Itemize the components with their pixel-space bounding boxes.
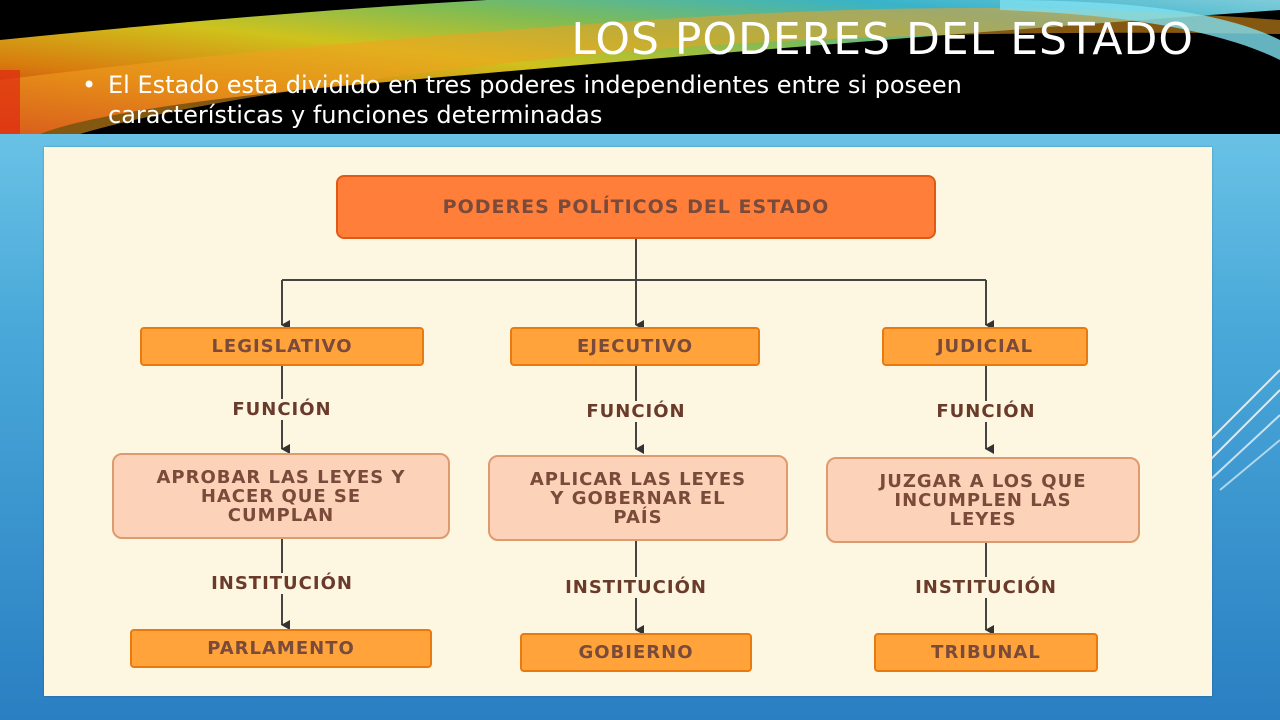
branch-node-ejecutivo: EJECUTIVO xyxy=(510,327,760,366)
function-node-legislativo: APROBAR LAS LEYES Y HACER QUE SE CUMPLAN xyxy=(112,453,450,539)
function-label-legislativo: FUNCIÓN xyxy=(228,399,336,420)
institution-node-tribunal: TRIBUNAL xyxy=(874,633,1098,672)
diagram-panel: PODERES POLÍTICOS DEL ESTADO LEGISLATIVO… xyxy=(44,147,1212,696)
branch-node-legislativo: LEGISLATIVO xyxy=(140,327,424,366)
bullet-text: El Estado esta dividido en tres poderes … xyxy=(108,71,962,129)
decorative-swoosh xyxy=(0,0,1280,134)
decorative-lines xyxy=(1200,369,1280,491)
institution-label-ejecutivo: INSTITUCIÓN xyxy=(561,577,711,598)
institution-label-judicial: INSTITUCIÓN xyxy=(911,577,1061,598)
slide-header: LOS PODERES DEL ESTADO • El Estado esta … xyxy=(0,0,1280,134)
institution-node-parlamento: PARLAMENTO xyxy=(130,629,432,668)
institution-label-legislativo: INSTITUCIÓN xyxy=(207,573,357,594)
institution-node-gobierno: GOBIERNO xyxy=(520,633,752,672)
function-label-ejecutivo: FUNCIÓN xyxy=(582,401,690,422)
bullet-dot: • xyxy=(82,71,97,99)
function-node-ejecutivo: APLICAR LAS LEYES Y GOBERNAR EL PAÍS xyxy=(488,455,788,541)
bullet-item: • El Estado esta dividido en tres podere… xyxy=(82,70,1142,130)
branch-node-judicial: JUDICIAL xyxy=(882,327,1088,366)
slide-title: LOS PODERES DEL ESTADO xyxy=(571,14,1194,65)
function-node-judicial: JUZGAR A LOS QUE INCUMPLEN LAS LEYES xyxy=(826,457,1140,543)
root-node: PODERES POLÍTICOS DEL ESTADO xyxy=(336,175,936,239)
function-label-judicial: FUNCIÓN xyxy=(932,401,1040,422)
